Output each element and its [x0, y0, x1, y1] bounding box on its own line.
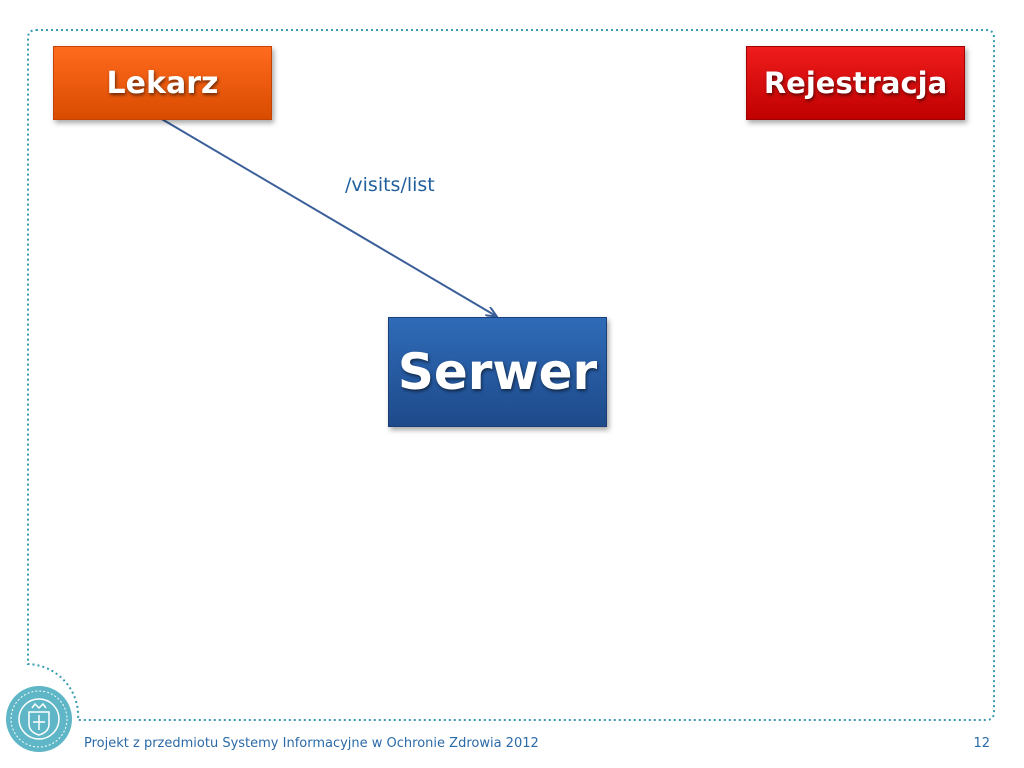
node-lekarz: Lekarz [53, 46, 272, 120]
node-rejestracja-label: Rejestracja [763, 66, 948, 100]
node-rejestracja: Rejestracja [746, 46, 965, 120]
university-seal-icon [6, 686, 72, 752]
node-serwer-label: Serwer [397, 343, 598, 401]
node-lekarz-label: Lekarz [106, 65, 219, 101]
node-serwer: Serwer [388, 317, 607, 427]
footer-text: Projekt z przedmiotu Systemy Informacyjn… [84, 736, 539, 751]
page-number: 12 [973, 736, 990, 751]
edge-lekarz-serwer-arrow [159, 117, 496, 316]
edge-label-visits-list: /visits/list [345, 174, 435, 196]
